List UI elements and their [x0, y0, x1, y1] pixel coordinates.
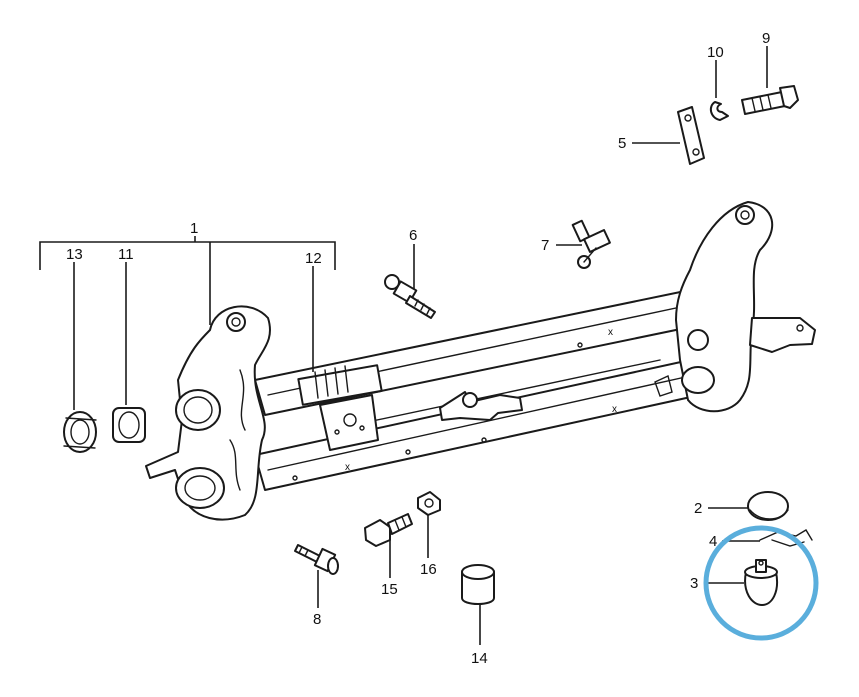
part-9-bolt — [741, 46, 799, 115]
svg-text:x: x — [345, 462, 350, 473]
callout-7: 7 — [541, 237, 549, 254]
callout-10: 10 — [707, 44, 724, 61]
part-2-cap — [708, 491, 789, 521]
part-6-bolt — [384, 244, 436, 319]
callout-15: 15 — [381, 581, 398, 598]
part-3-bump-stop — [704, 559, 778, 606]
assembly-bracket — [39, 236, 336, 410]
part-16-nut — [417, 491, 441, 558]
part-11-bearing — [112, 407, 146, 443]
callout-9: 9 — [762, 30, 770, 47]
callout-11: 11 — [118, 246, 134, 263]
callout-13: 13 — [66, 246, 83, 263]
callout-5: 5 — [618, 135, 626, 152]
part-8-bolt — [294, 544, 339, 608]
callout-4: 4 — [709, 533, 717, 550]
part-5-plate — [632, 106, 705, 165]
callout-2: 2 — [694, 500, 702, 517]
callout-8: 8 — [313, 611, 321, 628]
callout-16: 16 — [420, 561, 437, 578]
callout-labels: 1 2 3 4 5 6 7 8 9 10 11 12 13 14 15 16 — [66, 30, 770, 667]
callout-12: 12 — [305, 250, 322, 267]
part-10-washer — [709, 60, 729, 121]
part-14-sleeve — [461, 564, 495, 645]
part-15-bolt — [364, 513, 413, 578]
callout-1: 1 — [190, 220, 198, 237]
callout-6: 6 — [409, 227, 417, 244]
callout-14: 14 — [471, 650, 488, 667]
axle-beam-assembly: x x x — [145, 201, 816, 521]
part-3-highlight-ring — [703, 525, 819, 641]
svg-text:x: x — [612, 404, 617, 415]
part-13-seal — [63, 411, 97, 453]
svg-text:x: x — [608, 327, 613, 338]
callout-3: 3 — [690, 575, 698, 592]
part-7-screw — [556, 219, 611, 269]
